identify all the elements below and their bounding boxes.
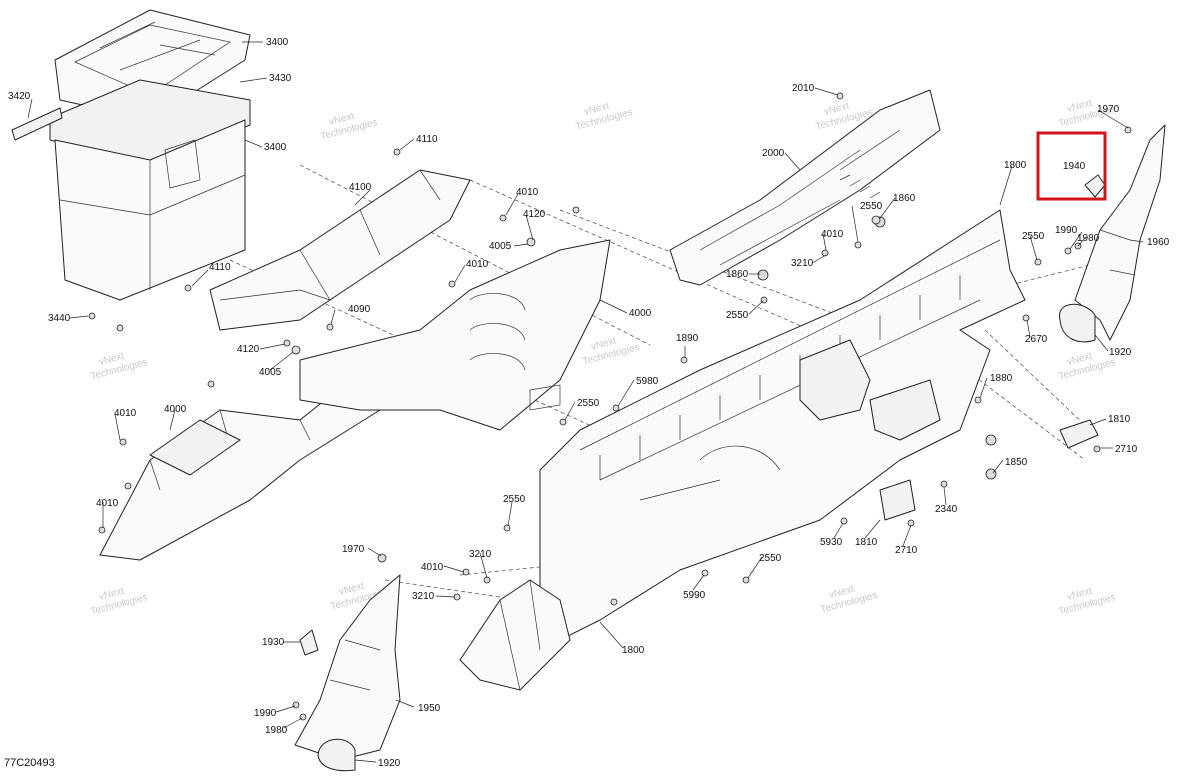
center-duct: [299, 239, 611, 431]
callout-label: 1930: [262, 637, 285, 648]
callout-label: 1810: [1108, 414, 1131, 425]
callout-labels: 3400 3430 3420 3400 3440 4110 4100 4110 …: [8, 37, 1170, 769]
callout-label: 4110: [416, 134, 438, 145]
callout-label: 2670: [1025, 334, 1048, 345]
main-panel-assembly: [459, 209, 1026, 691]
callout-label: 4010: [516, 187, 539, 198]
callout-label: 1880: [990, 373, 1013, 384]
callout-label: 1960: [1147, 237, 1170, 248]
callout-label: 1950: [418, 703, 441, 714]
fasteners: [98, 92, 1132, 721]
callout-label: 1990: [254, 708, 277, 719]
panel-support-bracket: [459, 579, 571, 691]
callout-label: 1980: [1077, 233, 1100, 244]
callout-label: 5980: [636, 376, 659, 387]
callout-label: 4005: [259, 367, 282, 378]
callout-label: 1920: [378, 758, 401, 769]
callout-label: 3420: [8, 91, 31, 102]
callout-label: 3400: [266, 37, 289, 48]
callout-label: 1850: [1005, 457, 1028, 468]
leader-lines: [27, 41, 1144, 763]
callout-label: 1970: [342, 544, 365, 555]
callout-label: 4120: [237, 344, 260, 355]
clip-1930: [299, 629, 319, 656]
callout-label: 4120: [523, 209, 546, 220]
callout-label: 4000: [629, 308, 652, 319]
callout-label: 1970: [1097, 104, 1120, 115]
figure-id: 77C20493: [4, 757, 55, 769]
callout-label: 2710: [1115, 444, 1138, 455]
main-panel: [539, 209, 1026, 641]
callout-label: 4010: [821, 229, 844, 240]
callout-label: 4010: [421, 562, 444, 573]
callout-label: 1940: [1063, 161, 1086, 172]
callout-label: 3210: [791, 258, 814, 269]
callout-label: 3440: [48, 313, 71, 324]
callout-label: 5930: [820, 537, 843, 548]
callout-label: 2550: [759, 553, 782, 564]
callout-label: 2550: [726, 310, 749, 321]
storage-box-assembly: [11, 9, 251, 332]
callout-label: 3400: [264, 142, 287, 153]
callout-label: 2010: [792, 83, 815, 94]
callout-label: 1990: [1055, 225, 1078, 236]
callout-label: 4010: [96, 498, 119, 509]
callout-label: 4010: [466, 259, 489, 270]
callout-label: 3210: [469, 549, 492, 560]
callout-label: 1980: [265, 725, 288, 736]
duct-assemblies: [99, 169, 611, 561]
callout-label: 2550: [860, 201, 883, 212]
callout-label: 4000: [164, 404, 187, 415]
switch-1810-center: [879, 479, 916, 521]
callout-label: 2340: [935, 504, 958, 515]
callout-label: 4100: [349, 182, 372, 193]
callout-label: 4090: [348, 304, 371, 315]
callout-label: 2710: [895, 545, 918, 556]
callout-label: 1890: [676, 333, 699, 344]
callout-label: 1860: [726, 269, 749, 280]
left-side-panel-assembly: [294, 479, 916, 772]
switch-1810-right: [1059, 419, 1099, 449]
callout-label: 4110: [209, 262, 231, 273]
left-side-panel: [294, 574, 401, 761]
callout-label: 4005: [489, 241, 512, 252]
callout-label: 3210: [412, 591, 435, 602]
highlight-box: [1036, 131, 1107, 201]
bracket-1940: [1084, 174, 1106, 198]
callout-label: 4010: [114, 408, 137, 419]
storage-box-lid: [54, 9, 251, 121]
callout-label: 3430: [269, 73, 292, 84]
callout-label: 1800: [622, 645, 645, 656]
upper-panel-assembly: [669, 89, 941, 304]
callout-label: 2000: [762, 148, 785, 159]
handle-1920-right: [1059, 303, 1096, 343]
callout-label: 1800: [1004, 160, 1027, 171]
storage-box-handle: [11, 107, 63, 141]
callout-label: 5990: [683, 590, 706, 601]
right-side-panel: [1074, 124, 1166, 341]
callout-label: 2550: [503, 494, 526, 505]
callout-label: 1860: [893, 193, 916, 204]
handle-1920-left: [317, 738, 356, 772]
upper-duct: [209, 169, 471, 331]
callout-label: 1920: [1109, 347, 1132, 358]
callout-label: 2550: [577, 398, 600, 409]
callout-label: 1810: [855, 537, 878, 548]
callout-label: 2550: [1022, 231, 1045, 242]
right-side-panel-assembly: [1059, 124, 1166, 449]
